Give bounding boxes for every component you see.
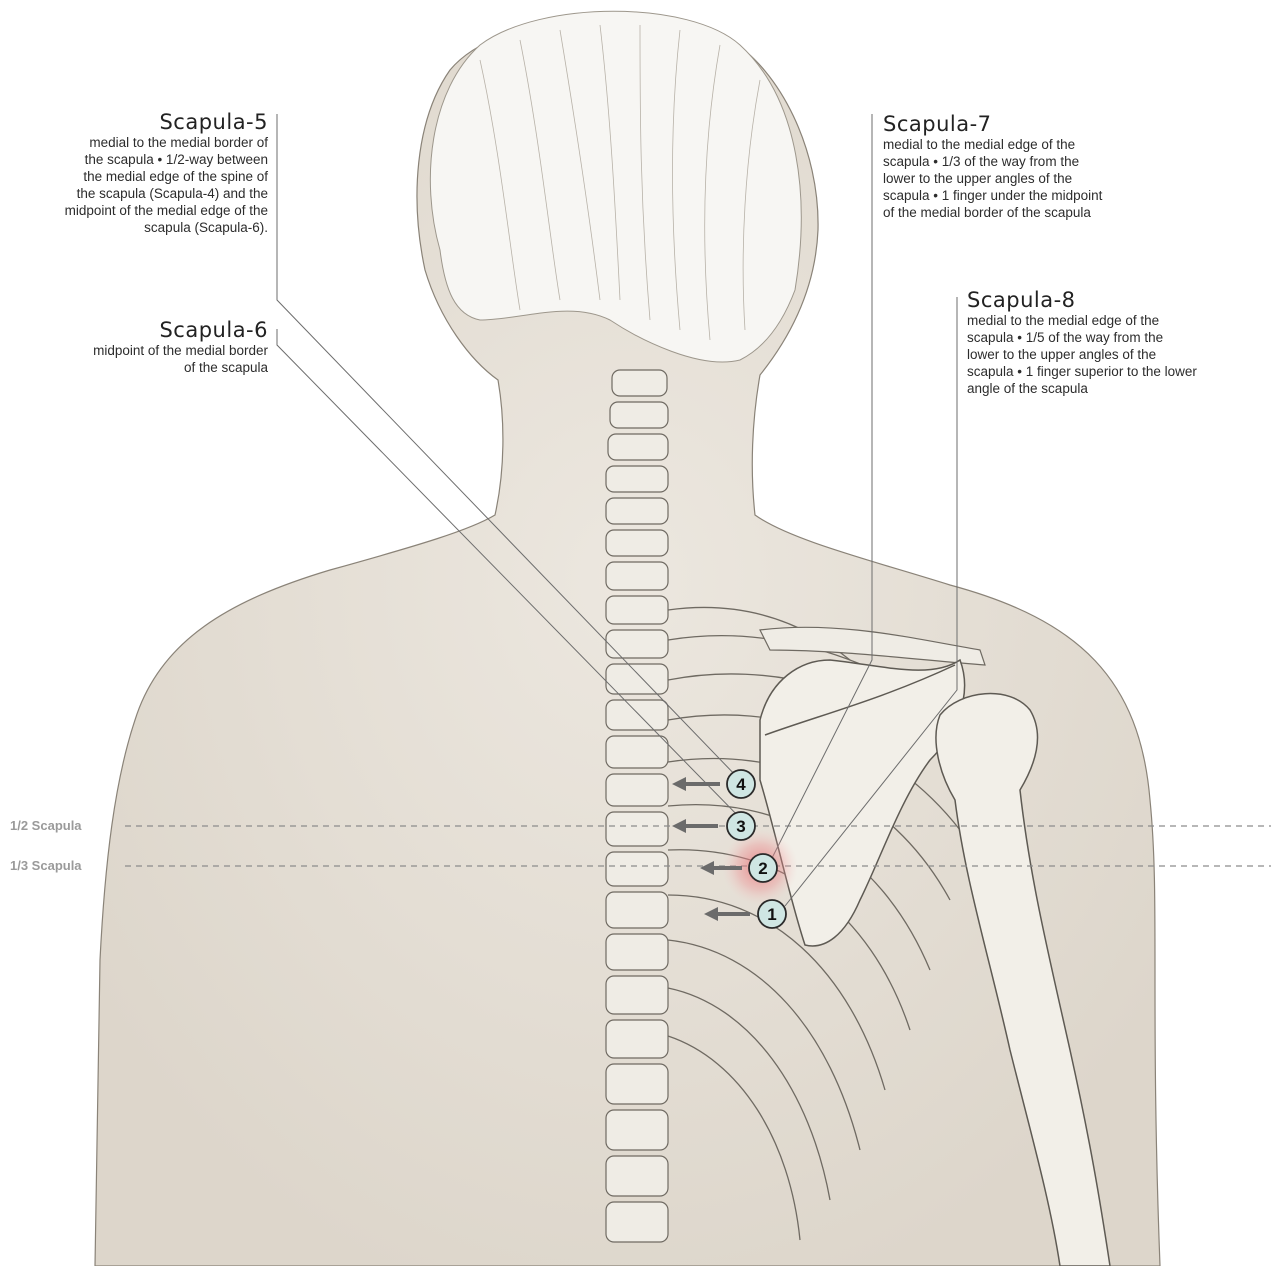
acupoint-4: 4 [727,770,755,798]
acupoint-2: 2 [749,854,777,882]
label-scapula-6: Scapula-6 midpoint of the medial border … [0,318,268,376]
label-scapula-8-title: Scapula-8 [967,288,1267,312]
label-scapula-5-desc: medial to the medial border of the scapu… [0,134,268,236]
label-scapula-8: Scapula-8 medial to the medial edge of t… [967,288,1267,397]
third-scapula-label: 1/3 Scapula [10,858,82,873]
acupoint-4-number: 4 [736,775,746,794]
spine [606,370,668,1242]
acupoint-3-number: 3 [736,817,745,836]
label-scapula-6-desc: midpoint of the medial border of the sca… [0,342,268,376]
acupoint-2-number: 2 [758,859,767,878]
label-scapula-7: Scapula-7 medial to the medial edge of t… [883,112,1183,221]
acupoint-1-number: 1 [767,905,776,924]
label-scapula-5-title: Scapula-5 [0,110,268,134]
half-scapula-label: 1/2 Scapula [10,818,82,833]
acupoint-1: 1 [758,900,786,928]
label-scapula-7-desc: medial to the medial edge of the scapula… [883,136,1183,221]
acupoint-3: 3 [727,812,755,840]
label-scapula-6-title: Scapula-6 [0,318,268,342]
label-scapula-7-title: Scapula-7 [883,112,1183,136]
label-scapula-5: Scapula-5 medial to the medial border of… [0,110,268,236]
label-scapula-8-desc: medial to the medial edge of the scapula… [967,312,1267,397]
hair [430,11,801,362]
